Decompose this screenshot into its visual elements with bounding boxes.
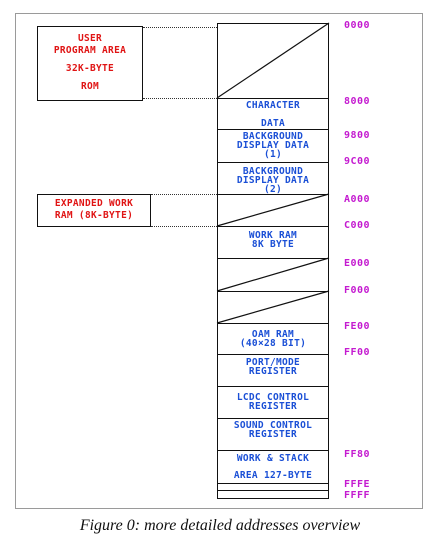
- echo-area-slash: [216, 257, 330, 292]
- oam-ram-line2: (40×28 BIT): [239, 338, 307, 349]
- rom-area-slash: [216, 22, 330, 99]
- work-ram-label: WORK RAM 8K BYTE: [217, 230, 329, 250]
- address-ff80: FF80: [344, 449, 371, 460]
- address-fe00: FE00: [344, 321, 371, 332]
- bg-display-2-label: BACKGROUND DISPLAY DATA (2): [217, 166, 329, 195]
- sound-control-line2: REGISTER: [248, 429, 298, 440]
- work-stack-label: WORK & STACK AREA 127-BYTE: [217, 453, 329, 481]
- ram-box-line2: RAM (8K-BYTE): [54, 210, 134, 221]
- bg-display-1-line3: (1): [263, 149, 283, 160]
- address-fffe: FFFE: [344, 479, 371, 490]
- address-a000: A000: [344, 194, 371, 205]
- separator-fffe: [217, 483, 329, 484]
- work-stack-line2: AREA 127-BYTE: [233, 470, 313, 481]
- lcdc-control-register-label: LCDC CONTROL REGISTER: [217, 392, 329, 412]
- address-9800: 9800: [344, 130, 371, 141]
- bg-display-2-line2: DISPLAY DATA: [236, 175, 310, 186]
- separator-sound: [217, 418, 329, 419]
- address-c000: C000: [344, 220, 371, 231]
- separator-ff00: [217, 354, 329, 355]
- lcdc-control-line1: LCDC CONTROL: [236, 392, 310, 403]
- separator-e000: [217, 258, 329, 259]
- expanded-work-ram-box: EXPANDED WORK RAM (8K-BYTE): [37, 194, 151, 227]
- lcdc-control-line2: REGISTER: [248, 401, 298, 412]
- address-9c00: 9C00: [344, 156, 371, 167]
- rom-box-line3: 32K-BYTE: [65, 63, 115, 74]
- bg-display-1-label: BACKGROUND DISPLAY DATA (1): [217, 131, 329, 160]
- leader-line-rom-bottom: [143, 98, 217, 99]
- rom-box-line2: PROGRAM AREA: [53, 45, 127, 56]
- leader-line-rom-top: [143, 27, 217, 28]
- bg-display-1-line2: DISPLAY DATA: [236, 140, 310, 151]
- separator-a000: [217, 194, 329, 195]
- address-0000: 0000: [344, 20, 371, 31]
- bg-display-2-line3: (2): [263, 184, 283, 195]
- address-ff00: FF00: [344, 347, 371, 358]
- oam-ram-line1: OAM RAM: [251, 329, 295, 340]
- bg-display-2-line1: BACKGROUND: [242, 166, 304, 177]
- separator-9800: [217, 129, 329, 130]
- user-program-area-box: USER PROGRAM AREA 32K-BYTE ROM: [37, 26, 143, 101]
- bg-display-1-line1: BACKGROUND: [242, 131, 304, 142]
- separator-lcdc: [217, 386, 329, 387]
- rom-box-line1: USER: [77, 33, 103, 44]
- rom-box-line4: ROM: [80, 81, 100, 92]
- separator-f000: [217, 291, 329, 292]
- work-ram-line2: 8K BYTE: [251, 239, 295, 250]
- ram-box-line1: EXPANDED WORK: [54, 198, 134, 209]
- leader-line-ram-top: [151, 194, 217, 195]
- work-stack-line1: WORK & STACK: [236, 453, 310, 464]
- memory-map-column: [217, 23, 329, 499]
- character-data-line1: CHARACTER: [245, 100, 301, 111]
- character-data-line2: DATA: [260, 118, 286, 129]
- figure-caption: Figure 0: more detailed addresses overvi…: [79, 517, 361, 534]
- port-mode-line1: PORT/MODE: [245, 357, 301, 368]
- expanded-ram-slash: [216, 193, 330, 227]
- address-f000: F000: [344, 285, 371, 296]
- address-8000: 8000: [344, 96, 371, 107]
- separator-ff80: [217, 450, 329, 451]
- unused-area-slash: [216, 290, 330, 324]
- diagram-frame: [15, 13, 423, 509]
- separator-fe00: [217, 323, 329, 324]
- separator-ffff: [217, 490, 329, 491]
- address-ffff: FFFF: [344, 490, 371, 501]
- port-mode-register-label: PORT/MODE REGISTER: [217, 357, 329, 377]
- separator-9c00: [217, 162, 329, 163]
- address-e000: E000: [344, 258, 371, 269]
- leader-line-ram-bottom: [151, 226, 217, 227]
- work-ram-line1: WORK RAM: [248, 230, 298, 241]
- port-mode-line2: REGISTER: [248, 366, 298, 377]
- separator-c000: [217, 226, 329, 227]
- oam-ram-label: OAM RAM (40×28 BIT): [217, 329, 329, 349]
- sound-control-line1: SOUND CONTROL: [233, 420, 313, 431]
- separator-8000: [217, 98, 329, 99]
- sound-control-register-label: SOUND CONTROL REGISTER: [217, 420, 329, 440]
- character-data-label: CHARACTER DATA: [217, 100, 329, 129]
